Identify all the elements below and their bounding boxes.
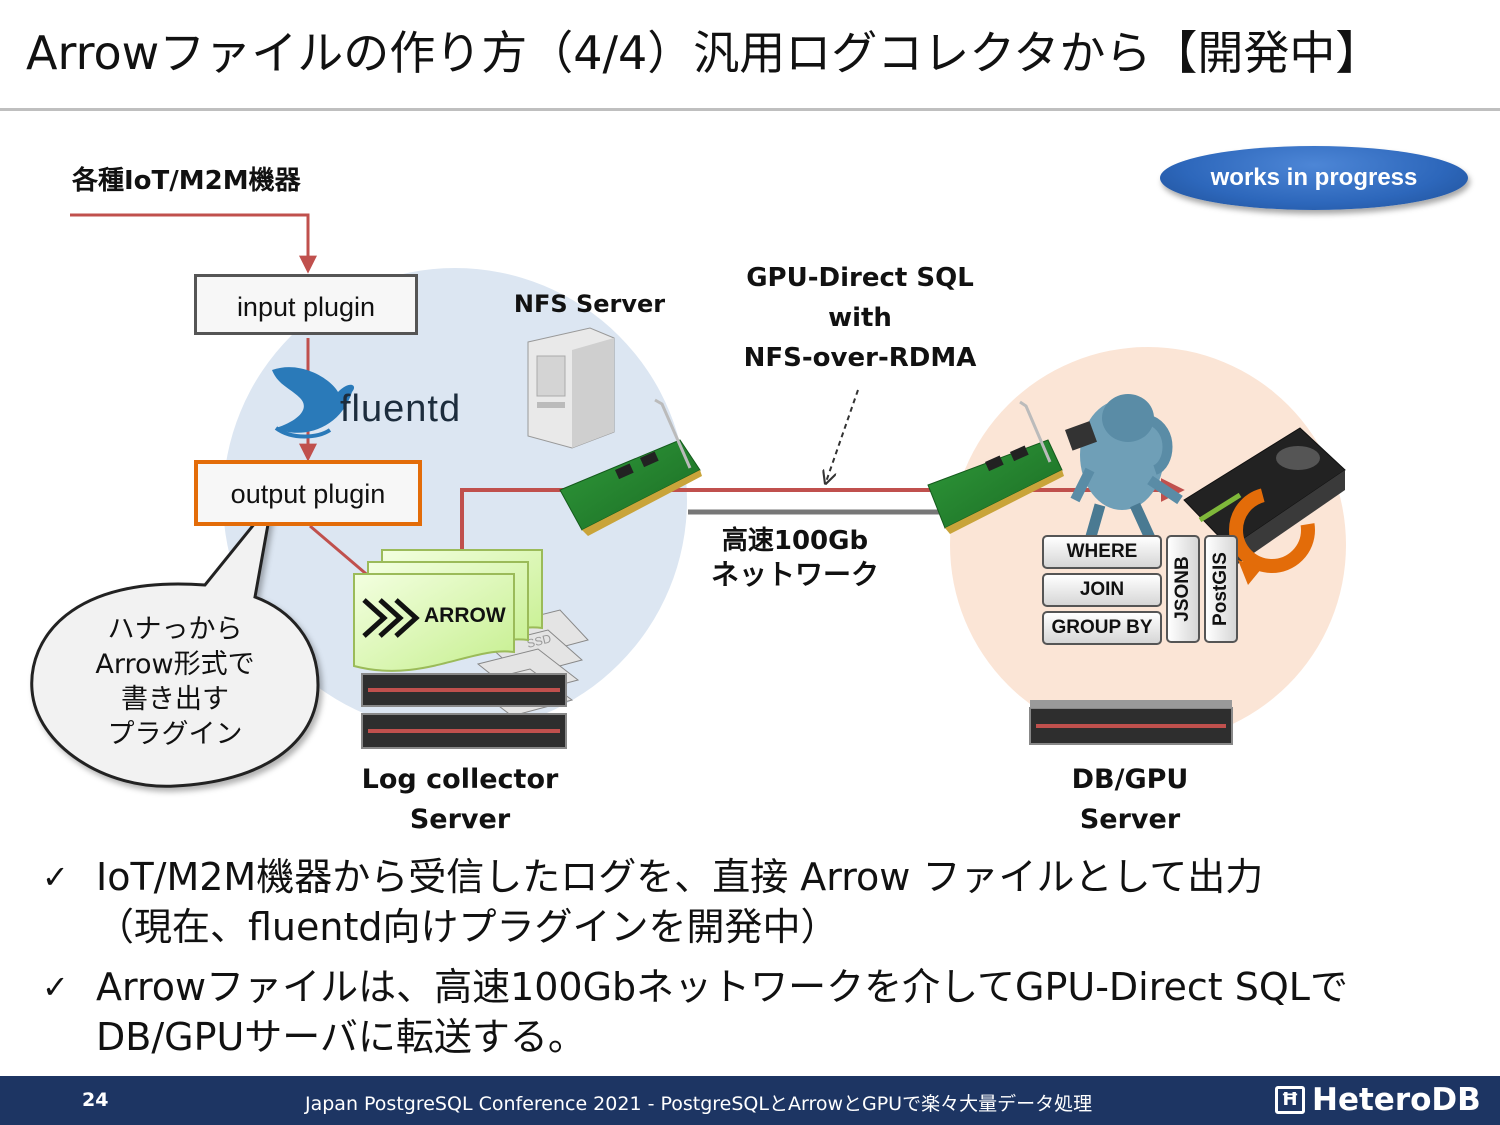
- db-gpu-line: DB/GPU: [1071, 764, 1189, 795]
- postgres-sync-icon: [1229, 487, 1315, 585]
- sql-feature-group-by: GROUP BY: [1042, 611, 1162, 645]
- callout-text: ハナっから Arrow形式で 書き出す プラグイン: [60, 612, 290, 752]
- network-label: 高速100Gb ネットワーク: [690, 524, 900, 592]
- sql-feature-join: JOIN: [1042, 573, 1162, 607]
- source-flow-arrow: [70, 213, 317, 274]
- footer-bar: 24 Japan PostgreSQL Conference 2021 - Po…: [0, 1076, 1500, 1125]
- callout-bubble: [30, 501, 320, 788]
- gpu-direct-label: GPU-Direct SQL with NFS-over-RDMA: [715, 258, 1005, 378]
- output-plugin-box: output plugin: [194, 460, 422, 526]
- gpu-direct-line: GPU-Direct SQL: [746, 263, 974, 293]
- works-in-progress-badge: works in progress: [1160, 146, 1468, 210]
- bullet-line: Arrowファイルは、高速100Gbネットワークを介してGPU-Direct S…: [96, 965, 1348, 1009]
- bullet-line: IoT/M2M機器から受信したログを、直接 Arrow ファイルとして出力: [96, 855, 1264, 899]
- gpu-direct-pointer: [826, 389, 859, 482]
- checkmark-icon: ✓: [42, 968, 69, 1006]
- log-collector-line: Log collector: [361, 764, 559, 795]
- page-number: 24: [82, 1089, 109, 1111]
- ssd-label: SSD: [525, 631, 553, 651]
- log-collector-rack-icon: [361, 673, 567, 749]
- elephant-mascot-icon: [1065, 394, 1183, 542]
- checkmark-icon: ✓: [42, 858, 69, 896]
- bullet-line: DB/GPUサーバに転送する。: [96, 1015, 586, 1059]
- gpu-direct-line: NFS-over-RDMA: [743, 343, 977, 373]
- callout-line: 書き出す: [121, 684, 229, 715]
- arrow-file-label: ARROW: [424, 604, 506, 627]
- network-line: ネットワーク: [710, 558, 879, 591]
- nfs-server-icon: [527, 327, 615, 449]
- iot-devices-label: 各種IoT/M2M機器: [72, 166, 301, 196]
- jsonb-text: JSONB: [1172, 556, 1193, 622]
- nic-card-right-icon: [927, 400, 1064, 534]
- log-collector-label: Log collector Server: [340, 760, 580, 840]
- nic-card-left-icon: [559, 398, 702, 536]
- postgis-text: PostGIS: [1210, 552, 1231, 626]
- sql-feature-jsonb: JSONB: [1166, 535, 1200, 643]
- network-line: 高速100Gb: [721, 526, 869, 556]
- callout-line: プラグイン: [107, 719, 243, 750]
- conference-title: Japan PostgreSQL Conference 2021 - Postg…: [305, 1093, 1093, 1115]
- bullet-item: ✓ IoT/M2M機器から受信したログを、直接 Arrow ファイルとして出力 …: [42, 852, 1462, 952]
- log-collector-line: Server: [409, 804, 511, 835]
- gpu-direct-line: with: [828, 303, 892, 333]
- callout-line: ハナっから: [107, 614, 243, 645]
- sql-feature-postgis: PostGIS: [1204, 535, 1238, 643]
- sql-feature-where: WHERE: [1042, 535, 1162, 569]
- fluentd-logo-text: fluentd: [340, 388, 462, 430]
- heterodb-logo-icon: Ħ: [1275, 1086, 1305, 1114]
- input-plugin-box: input plugin: [194, 274, 418, 335]
- db-gpu-label: DB/GPU Server: [1040, 760, 1220, 840]
- callout-line: Arrow形式で: [95, 649, 255, 680]
- gpu-card-icon: [1183, 427, 1346, 568]
- arrow-file-stack-icon: [353, 549, 543, 672]
- slide-title: Arrowファイルの作り方（4/4）汎用ログコレクタから【開発中】: [26, 26, 1382, 80]
- db-gpu-rack-icon: [1029, 700, 1233, 745]
- nfs-server-label: NFS Server: [513, 290, 666, 318]
- title-divider: [0, 108, 1500, 111]
- brand-name: HeteroDB: [1312, 1082, 1481, 1118]
- db-gpu-line: Server: [1079, 804, 1181, 835]
- bullet-item: ✓ Arrowファイルは、高速100Gbネットワークを介してGPU-Direct…: [42, 962, 1462, 1062]
- bullet-line: （現在、fluentd向けプラグインを開発中）: [96, 905, 839, 949]
- fluentd-bird-icon: [272, 367, 355, 439]
